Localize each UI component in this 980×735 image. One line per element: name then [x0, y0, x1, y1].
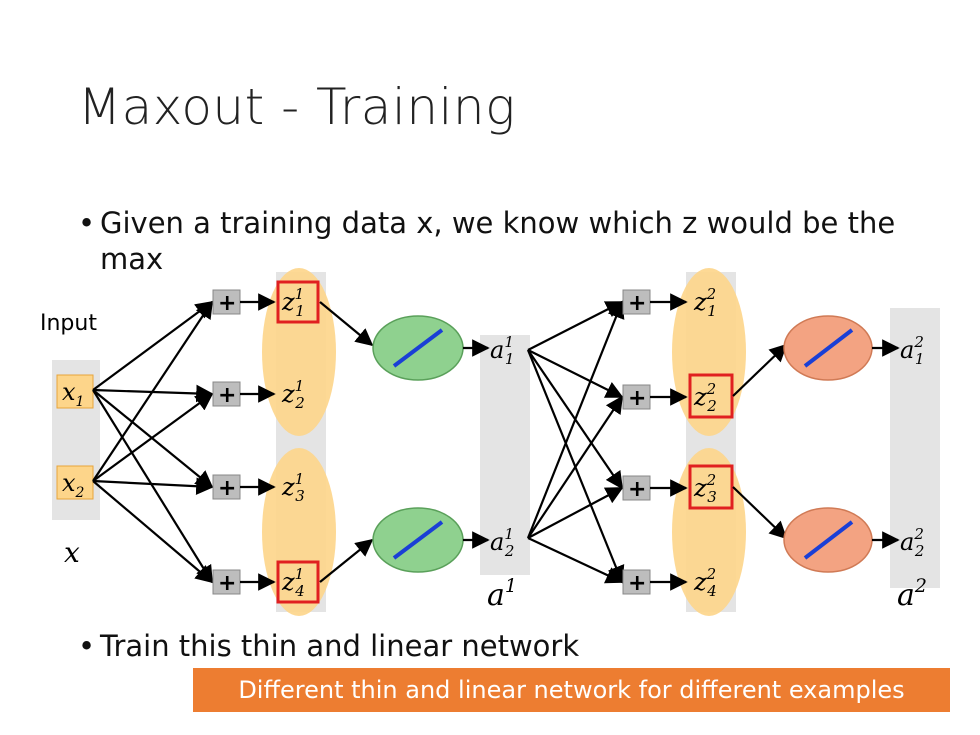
layer1-z1-highlight	[276, 280, 320, 324]
plus-sign: +	[218, 383, 236, 408]
bullet-2: • Train this thin and linear network	[78, 628, 800, 664]
layer1-z4-highlight	[276, 560, 320, 604]
bullet-1-text: Given a training data x, we know which z…	[100, 206, 896, 276]
layer1-plus-boxes: + + + +	[212, 289, 241, 596]
input-x2-box	[56, 465, 94, 500]
linear-activation-icon	[803, 328, 854, 368]
layer1-plus-2	[212, 381, 241, 407]
plus-sign: +	[628, 291, 646, 316]
layer2-plus-boxes: + + + +	[622, 289, 651, 596]
plus-sign: +	[628, 477, 646, 502]
layer2-plus-2	[622, 384, 651, 410]
layer2-z3-highlight	[688, 464, 734, 510]
layer1-plus-4	[212, 569, 241, 595]
layer1-selected-arrows	[319, 301, 374, 583]
layer1-plus-3	[212, 474, 241, 500]
linear-activation-icon	[803, 520, 854, 560]
linear-activation-icon	[392, 520, 444, 560]
bullet-dot: •	[78, 629, 96, 663]
plus-sign: +	[218, 291, 236, 316]
input-label: Input	[40, 311, 97, 336]
bullet-2-text: Train this thin and linear network	[100, 629, 580, 663]
linear-activation-icon	[392, 328, 444, 368]
layer1-to-layer2-connections	[526, 300, 625, 584]
layer2-z2-highlight	[688, 373, 734, 419]
layer2-group-label: a2	[897, 575, 927, 613]
layer2-plus-1	[622, 289, 651, 315]
bullet-dot: •	[78, 206, 96, 240]
bullet-1: • Given a training data x, we know which…	[78, 205, 920, 277]
input-group-label: x	[64, 536, 80, 569]
input-x1-label: x1	[62, 378, 84, 410]
input-x2-label: x2	[62, 469, 85, 501]
input-to-layer1-connections	[92, 300, 214, 584]
layer2-plus-to-z-arrows	[650, 293, 688, 591]
layer1-node-to-a-arrows	[463, 339, 490, 549]
plus-sign: +	[218, 571, 236, 596]
plus-sign: +	[218, 476, 236, 501]
layer2-plus-4	[622, 569, 651, 595]
layer1-plus-to-z-arrows	[240, 293, 276, 591]
layer2-selected-arrows	[732, 343, 788, 540]
plus-sign: +	[628, 386, 646, 411]
page-title: Maxout - Training	[78, 78, 516, 136]
callout-banner: Different thin and linear network for di…	[193, 668, 950, 712]
plus-sign: +	[628, 571, 646, 596]
input-x1-box	[56, 374, 94, 409]
layer2-node-to-a-arrows	[872, 339, 900, 549]
layer1-group-label: a1	[487, 575, 517, 613]
